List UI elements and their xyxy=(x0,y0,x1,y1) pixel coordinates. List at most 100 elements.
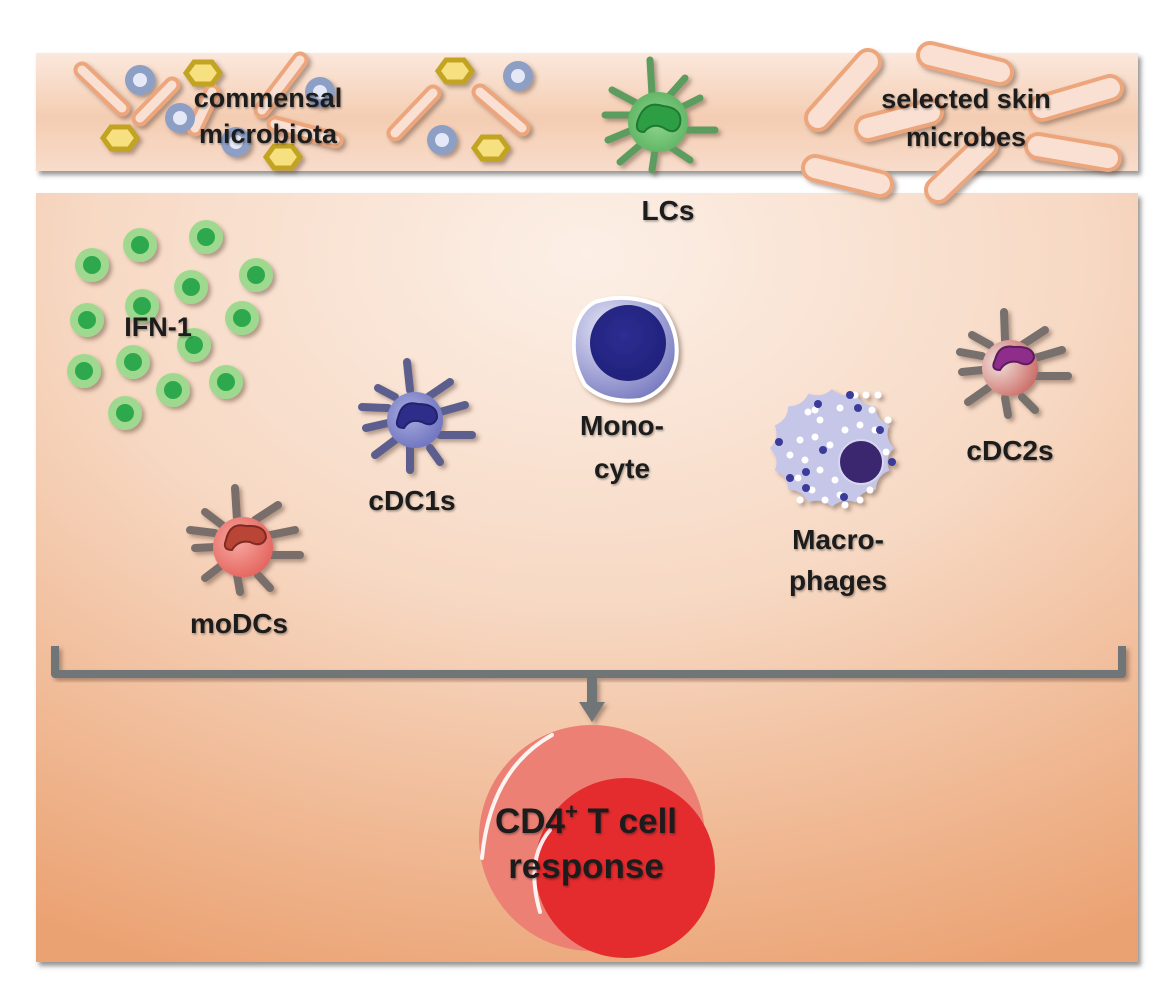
macrophage-granule xyxy=(866,486,874,494)
rod-bacterium xyxy=(131,76,181,127)
monocyte-label-line1: Mono- xyxy=(580,410,664,441)
macrophage-granule xyxy=(856,421,864,429)
monocyte-cell-icon xyxy=(571,295,679,403)
macrophage-granule xyxy=(786,474,794,482)
ifn-particle xyxy=(70,303,104,337)
rod-bacterium xyxy=(186,83,221,137)
rod-bacterium xyxy=(801,154,894,198)
rod-bacterium xyxy=(916,41,1014,86)
commensal-label-line2: microbiota xyxy=(199,119,338,149)
macrophage-granule xyxy=(775,438,783,446)
t-cell-label-cd4: CD4 xyxy=(495,802,566,841)
macrophage-granule xyxy=(796,436,804,444)
cdc2-cell-icon xyxy=(956,308,1072,419)
macrophage-granule xyxy=(836,404,844,412)
rod-bacterium xyxy=(804,48,882,132)
cdc1-cell-icon xyxy=(358,358,476,474)
macrophage-granule xyxy=(796,496,804,504)
t-cell-label-line2: response xyxy=(508,847,664,886)
ifn-particle xyxy=(67,354,101,388)
rod-bacterium xyxy=(471,83,531,137)
macrophage-granule xyxy=(854,404,862,412)
commensal-microbiota-group xyxy=(73,51,533,171)
macrophage-granule xyxy=(802,468,810,476)
selected-skin-microbes-group xyxy=(801,41,1124,204)
hexagonal-bacterium xyxy=(262,143,304,171)
macrophage-granule xyxy=(801,456,809,464)
ifn-particle xyxy=(156,373,190,407)
ifn-particle xyxy=(189,220,223,254)
macrophage-granule xyxy=(794,474,802,482)
macrophage-granule xyxy=(868,406,876,414)
ifn-particle xyxy=(125,289,159,323)
coccus-bacterium xyxy=(125,65,155,95)
down-arrow-icon xyxy=(579,678,605,722)
macrophage-granule xyxy=(811,433,819,441)
rod-bacterium xyxy=(73,61,131,117)
rod-bacterium xyxy=(924,131,999,204)
lc-cell-icon xyxy=(601,56,719,174)
macrophage-granule xyxy=(819,446,827,454)
cd4-t-cell-icon xyxy=(479,725,715,958)
macrophage-granule xyxy=(846,391,854,399)
modcs-label: moDCs xyxy=(190,608,288,639)
coccus-bacterium xyxy=(165,103,195,133)
ifn-particles-group xyxy=(67,220,273,430)
monocyte-label-line2: cyte xyxy=(594,453,650,484)
macrophage-granule xyxy=(786,451,794,459)
ifn-label: IFN-1 xyxy=(124,312,192,342)
macrophage-granule xyxy=(831,476,839,484)
convergence-bracket xyxy=(51,646,1126,678)
ifn-particle xyxy=(123,228,157,262)
macrophage-granule xyxy=(804,408,812,416)
commensal-label-line1: commensal xyxy=(194,83,343,113)
macrophage-cell-icon xyxy=(770,389,896,509)
macrophage-granule xyxy=(841,501,849,509)
macrophage-granule xyxy=(816,466,824,474)
selected-microbes-label-line1: selected skin xyxy=(881,84,1051,114)
rod-bacterium xyxy=(1024,132,1122,172)
macrophage-granule xyxy=(816,416,824,424)
coccus-bacterium xyxy=(427,125,457,155)
macrophage-granule xyxy=(874,391,882,399)
selected-microbes-label-line2: microbes xyxy=(906,122,1026,152)
lcs-label: LCs xyxy=(642,195,695,226)
macrophages-label-line1: Macro- xyxy=(792,524,884,555)
ifn-particle xyxy=(116,345,150,379)
macrophage-granule xyxy=(882,448,890,456)
macrophage-granule xyxy=(888,458,896,466)
macrophage-granule xyxy=(826,441,834,449)
macrophage-granule xyxy=(841,426,849,434)
ifn-particle xyxy=(225,301,259,335)
ifn-particle xyxy=(177,328,211,362)
ifn-particle xyxy=(239,258,273,292)
macrophage-granule xyxy=(884,416,892,424)
ifn-particle xyxy=(209,365,243,399)
coccus-bacterium xyxy=(305,77,335,107)
hexagonal-bacterium xyxy=(434,57,476,85)
macrophage-granule xyxy=(814,400,822,408)
macrophage-granule xyxy=(821,496,829,504)
ifn-particle xyxy=(108,396,142,430)
modc-cell-icon xyxy=(186,484,304,596)
rod-bacterium xyxy=(253,51,309,119)
macrophages-label-line2: phages xyxy=(789,565,887,596)
hexagonal-bacterium xyxy=(470,134,512,162)
ifn-particle xyxy=(174,270,208,304)
cdc1s-label: cDC1s xyxy=(368,485,455,516)
coccus-bacterium xyxy=(221,127,251,157)
cdc2s-label: cDC2s xyxy=(966,435,1053,466)
macrophage-granule xyxy=(862,391,870,399)
macrophage-granule xyxy=(840,493,848,501)
hexagonal-bacterium xyxy=(99,124,141,152)
ifn-particle xyxy=(75,248,109,282)
t-cell-label-line1: CD4+ T cell xyxy=(495,799,677,841)
t-cell-label-sup: + xyxy=(565,799,578,824)
rod-bacterium xyxy=(386,84,442,142)
rod-bacterium xyxy=(266,115,344,149)
coccus-bacterium xyxy=(503,61,533,91)
rod-bacterium xyxy=(854,98,944,142)
hexagonal-bacterium xyxy=(182,59,224,87)
macrophage-granule xyxy=(856,496,864,504)
